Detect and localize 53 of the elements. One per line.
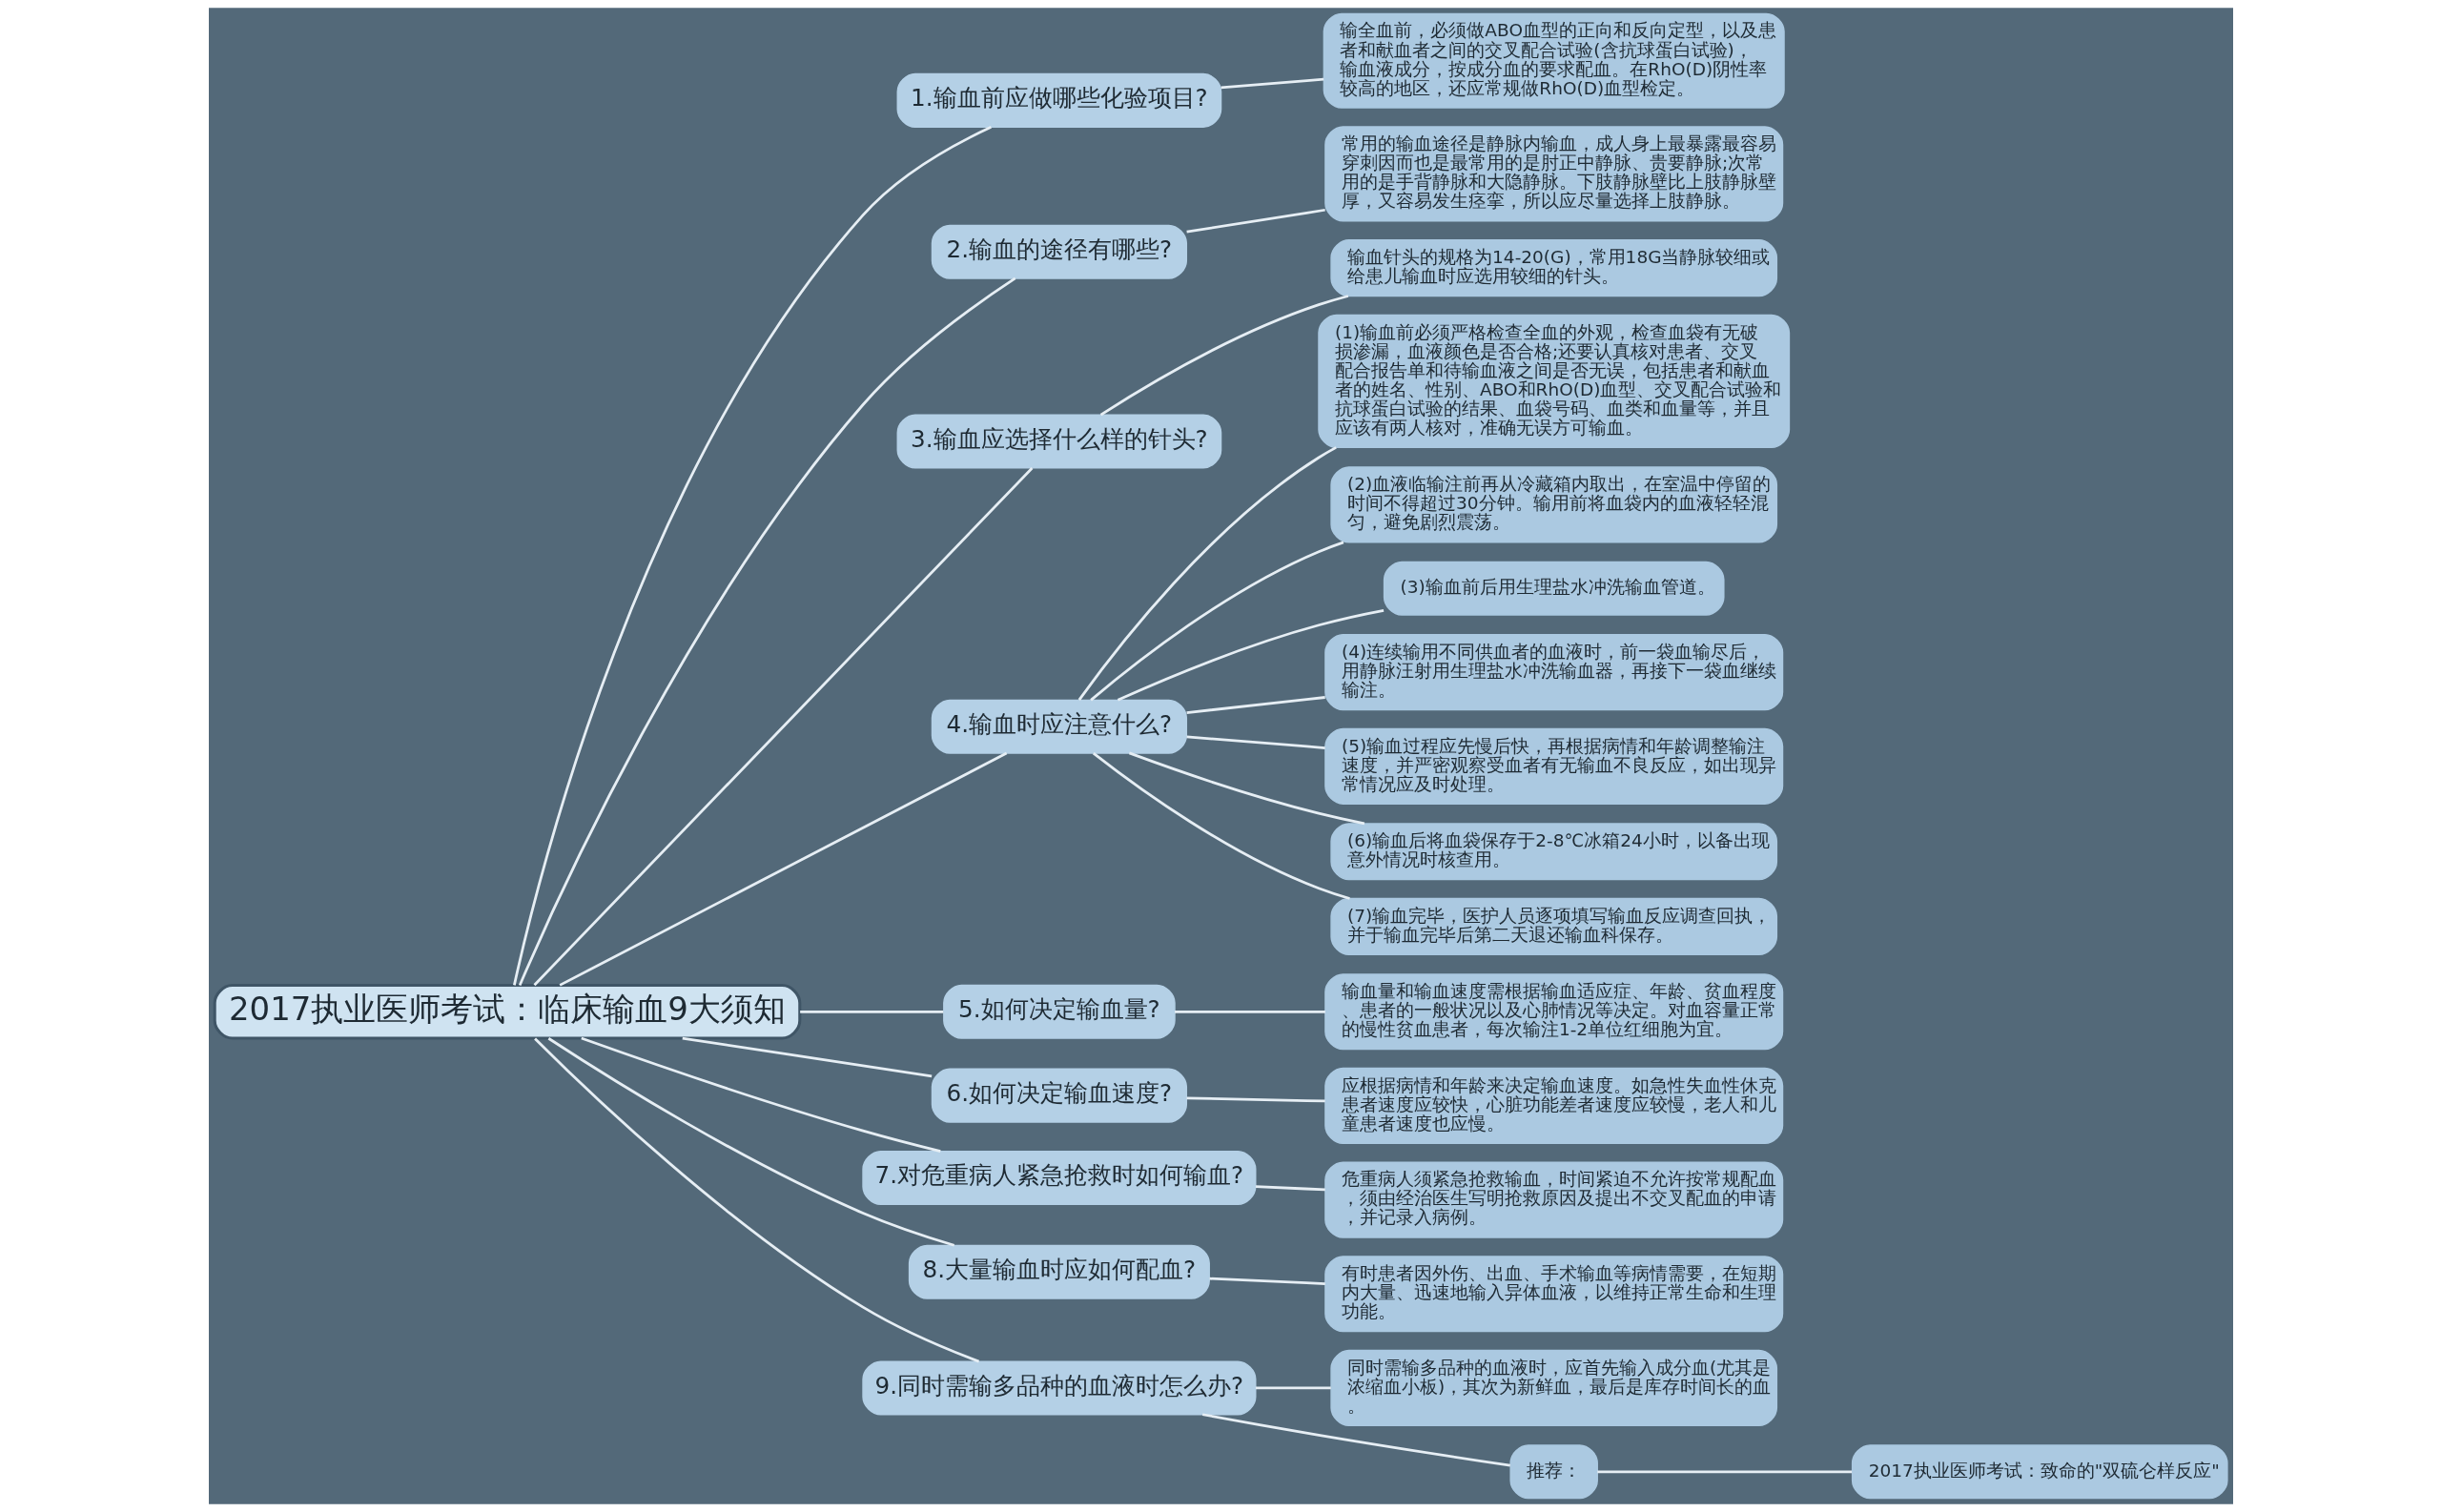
node-box: 有时患者因外伤、出血、手术输血等病情需要，在短期内大量、迅速地输入异体血液，以维持正常生命和生理功能。: [1323, 1256, 1783, 1333]
connector: [512, 126, 992, 986]
connector: [1255, 1185, 1325, 1192]
connector: [1117, 609, 1384, 702]
node-box: 8.大量输血时应如何配血?: [908, 1244, 1210, 1299]
connector: [1099, 295, 1348, 417]
node-box: 输全血前，必须做ABO血型的正向和反向定型，以及患者和献血者之间的交叉配合试验(含抗球蛋白试验)，输血液成分，按成分血的要求配血。在RhO(D)阴性率较高的地区，还应常规做RhO(D)血型检定。: [1323, 12, 1785, 109]
connector: [1089, 541, 1344, 702]
node-box: 常用的输血途径是静脉内输血，成人身上最暴露最容易穿刺因而也是最常用的是肘正中静脉、贵要静脉;次常用的是手背静脉和大隐静脉。下肢静脉壁比上肢静脉壁厚，又容易发生痉挛，所以应尽量选择上肢静脉。: [1323, 126, 1783, 222]
node-box: (7)输血完毕，医护人员逐项填写输血反应调查回执，并于输血完毕后第二天退还输血科保存。: [1329, 897, 1777, 955]
node-box: 推荐：: [1508, 1444, 1598, 1500]
connector: [1255, 1386, 1331, 1390]
node-box: 输血量和输血速度需根据输血适应症、年龄、贫血程度、患者的一般状况以及心肺情况等决定。对血容量正常的慢性贫血患者，每次输注1-2单位红细胞为宜。: [1323, 973, 1783, 1051]
node-box: 6.如何决定输血速度?: [931, 1068, 1187, 1123]
connector: [1596, 1470, 1852, 1474]
node-box: 3.输血应选择什么样的针头?: [896, 414, 1221, 469]
node-box: 4.输血时应注意什么?: [931, 699, 1187, 754]
node-box: 输血针头的规格为14-20(G)，常用18G当静脉较细或给患儿输血时应选用较细的针头。: [1329, 239, 1777, 297]
connector: [559, 751, 1007, 987]
node-box: 危重病人须紧急抢救输血，时间紧迫不允许按常规配血，须由经治医生写明抢救原因及提出不交叉配血的申请，并记录入病例。: [1323, 1161, 1783, 1238]
node-box: (1)输血前必须严格检查全血的外观，检查血袋有无破损渗漏，血液颜色是否合格;还要认真核对患者、交叉配合报告单和待输血液之间是否无误，包括患者和献血者的姓名、性别、ABO和RhO(D)血型、交叉配合试验和抗球蛋白试验的结果、血袋号码、血类和血量等，并且应该有两人核对，准确无误方可输血。: [1317, 314, 1790, 448]
node-box: 9.同时需输多品种的血液时怎么办?: [861, 1360, 1256, 1416]
node-box: (2)血液临输注前再从冷藏箱内取出，在室温中停留的时间不得超过30分钟。输用前将血袋内的血液轻轻混匀，避免剧烈震荡。: [1329, 466, 1777, 543]
connector: [799, 1010, 943, 1013]
connector: [1077, 446, 1337, 701]
node-box: (6)输血后将血袋保存于2-8℃冰箱24小时，以备出现意外情况时核查用。: [1329, 823, 1777, 881]
connector: [1220, 77, 1323, 90]
node-box: (5)输血过程应先慢后快，再根据病情和年龄调整输注速度，并严密观察受血者有无输血不良反应，如出现异常情况应及时处理。: [1323, 727, 1783, 805]
connector: [547, 1037, 954, 1247]
connector: [518, 276, 1015, 987]
connector: [1185, 735, 1325, 749]
connector: [682, 1036, 932, 1078]
connector: [1209, 1277, 1325, 1285]
node-box: (3)输血前后用生理盐水冲洗输血管道。: [1383, 561, 1725, 616]
node-box: 7.对危重病人紧急抢救时如何输血?: [861, 1150, 1256, 1205]
connector: [1128, 751, 1364, 826]
connector: [1186, 1096, 1325, 1103]
connector: [533, 1037, 979, 1363]
node-box: 2017执业医师考试：临床输血9大须知: [213, 983, 801, 1040]
connector: [1185, 696, 1325, 714]
connector: [1174, 1010, 1325, 1013]
node-box: 2017执业医师考试：致命的"双硫仑样反应": [1851, 1444, 2228, 1500]
connector: [533, 467, 1033, 987]
node-box: (4)连续输用不同供血者的血液时，前一袋血输尽后，用静脉汪射用生理盐水冲洗输血器，再接下一袋血继续输注。: [1323, 634, 1783, 711]
connector: [1185, 208, 1325, 234]
connector: [1201, 1413, 1510, 1467]
node-box: 2.输血的途径有哪些?: [931, 224, 1187, 279]
node-box: 5.如何决定输血量?: [942, 984, 1176, 1039]
node-box: 1.输血前应做哪些化验项目?: [896, 72, 1221, 128]
connector: [1092, 752, 1350, 900]
connector: [580, 1036, 941, 1153]
node-box: 应根据病情和年龄来决定输血速度。如急性失血性休克患者速度应较快，心脏功能差者速度应较慢，老人和儿童患者速度也应慢。: [1323, 1067, 1783, 1144]
node-box: 同时需输多品种的血液时，应首先输入成分血(尤其是浓缩血小板)，其次为新鲜血，最后是库存时间长的血。: [1329, 1349, 1777, 1427]
